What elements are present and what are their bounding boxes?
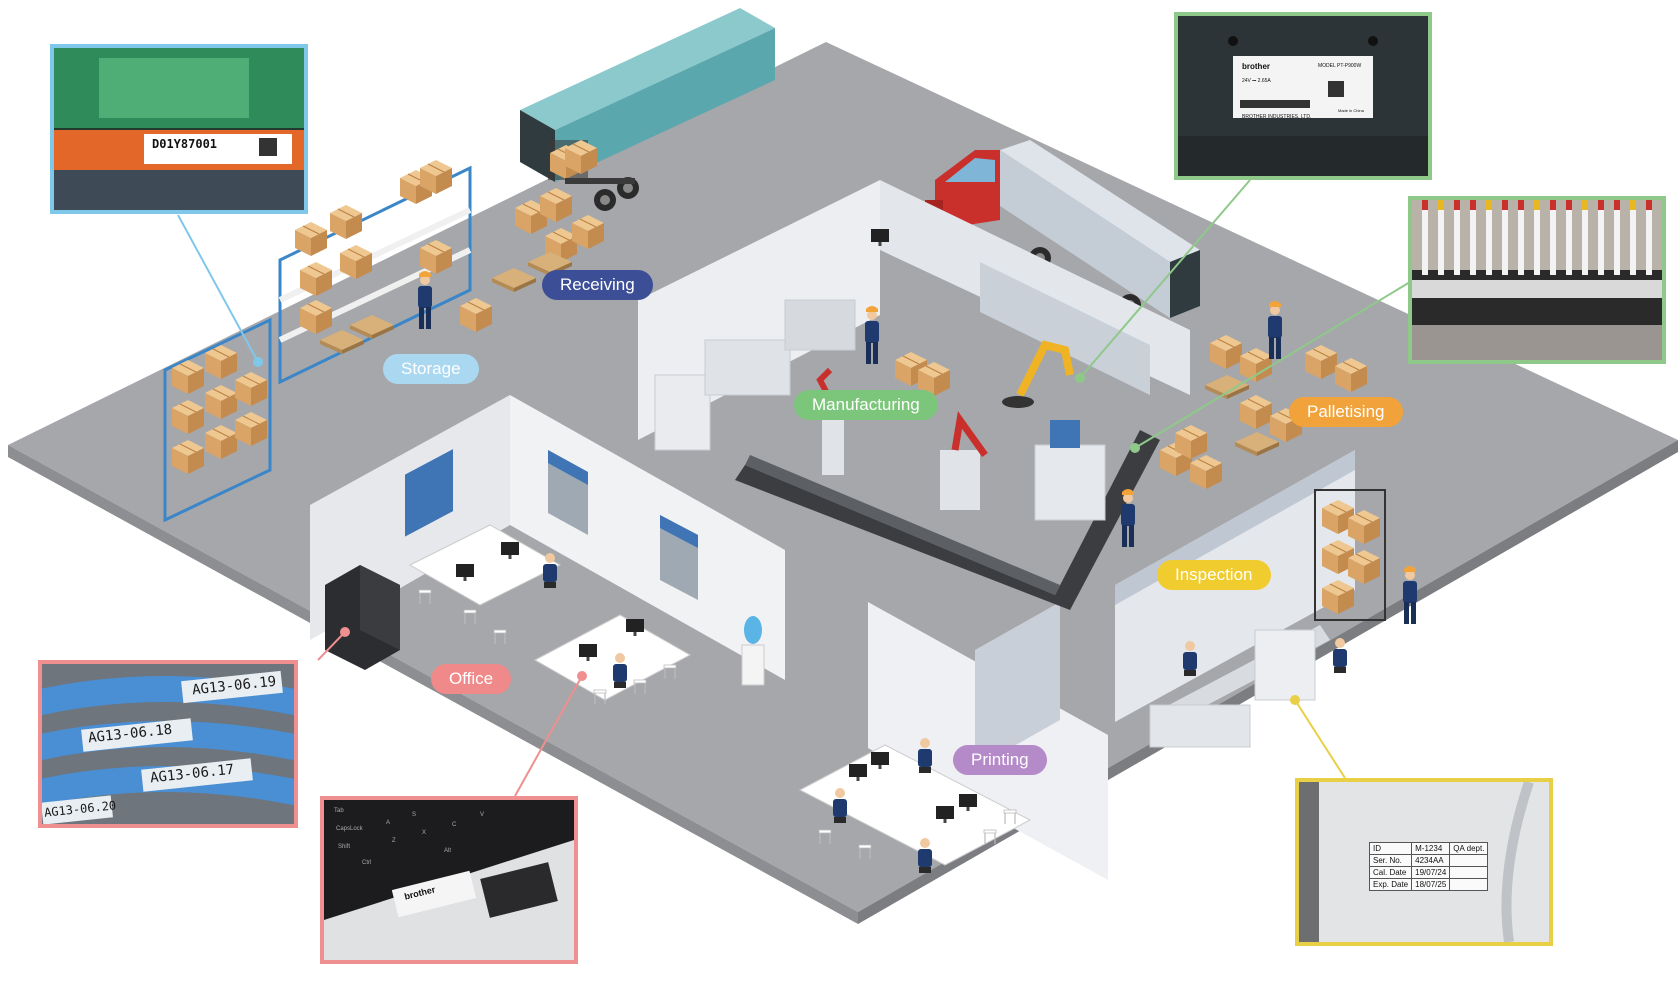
- qa-label-cell-extra: [1449, 866, 1489, 879]
- qa-label-cell-value: M-1234: [1411, 842, 1451, 855]
- wire-marker: [1630, 200, 1636, 275]
- qa-label-cell-value: 19/07/24: [1411, 866, 1451, 879]
- callout-terminal-block: [1408, 196, 1666, 364]
- wire-insulation: [1566, 200, 1572, 210]
- wire-marker: [1470, 200, 1476, 275]
- wire-marker: [1566, 200, 1572, 275]
- manufacturing-line: [654, 229, 1160, 610]
- qa-label-cell-extra: [1449, 854, 1489, 867]
- wire-marker: [1422, 200, 1428, 275]
- qa-label-cell-extra: QA dept.: [1449, 842, 1489, 855]
- wire-marker: [1454, 200, 1460, 275]
- printing-desks: [798, 738, 1032, 873]
- receiving-truck: [520, 8, 775, 211]
- device-label-model: MODEL PT-P900W: [1318, 63, 1362, 69]
- wire-marker: [1502, 200, 1508, 275]
- laptop-key-x: X: [422, 830, 427, 836]
- wire-insulation: [1422, 200, 1428, 210]
- zone-label-office: Office: [431, 664, 512, 694]
- zone-label-manufacturing: Manufacturing: [794, 390, 938, 420]
- laptop-key-c: C: [452, 822, 457, 828]
- device-label-rating: 24V ⎓ 2.65A: [1242, 78, 1271, 84]
- callout-rack-label: D01Y87001: [50, 44, 308, 214]
- wire-insulation: [1454, 200, 1460, 210]
- laptop-key-s: S: [412, 812, 417, 818]
- wire-insulation: [1582, 200, 1588, 210]
- wire-marker: [1550, 200, 1556, 275]
- qa-label-row: Ser. No.4234AA: [1368, 854, 1489, 867]
- callout-device-label: brother MODEL PT-P900W 24V ⎓ 2.65A BROTH…: [1174, 12, 1432, 180]
- laptop-key-shift: Shift: [338, 844, 351, 850]
- qa-label-cell-value: 18/07/25: [1411, 878, 1451, 891]
- qa-label-cell-extra: [1449, 878, 1489, 891]
- zone-label-palletising: Palletising: [1289, 397, 1403, 427]
- wire-insulation: [1598, 200, 1604, 210]
- laptop-key-capslock: CapsLock: [336, 826, 363, 832]
- wire-insulation: [1518, 200, 1524, 210]
- wire-marker: [1534, 200, 1540, 275]
- wire-marker: [1598, 200, 1604, 275]
- office-furniture: [325, 524, 765, 705]
- wire-marker: [1582, 200, 1588, 275]
- wire-insulation: [1534, 200, 1540, 210]
- laptop-key-a: A: [386, 820, 391, 826]
- wire-marker: [1614, 200, 1620, 275]
- wire-marker: [1486, 200, 1492, 275]
- zone-label-inspection: Inspection: [1157, 560, 1271, 590]
- laptop-key-alt: Alt: [444, 848, 452, 854]
- wire-marker: [1646, 200, 1652, 275]
- wire-insulation: [1486, 200, 1492, 210]
- zone-label-printing: Printing: [953, 745, 1047, 775]
- qa-label-cell-key: ID: [1368, 842, 1413, 855]
- wire-insulation: [1502, 200, 1508, 210]
- laptop-key-tab: Tab: [334, 808, 344, 814]
- callout-leaders: [177, 179, 1411, 797]
- zone-label-receiving: Receiving: [542, 270, 653, 300]
- rack-label-code: D01Y87001: [152, 137, 218, 151]
- wire-marker: [1518, 200, 1524, 275]
- wire-insulation: [1550, 200, 1556, 210]
- wire-insulation: [1614, 200, 1620, 210]
- qa-label-cell-key: Cal. Date: [1368, 866, 1413, 879]
- callout-network-cables: AG13-06.19 AG13-06.18 AG13-06.17 AG13-06…: [38, 660, 298, 828]
- wire-insulation: [1630, 200, 1636, 210]
- wire-insulation: [1646, 200, 1652, 210]
- qa-label-cell-key: Ser. No.: [1368, 854, 1413, 867]
- device-label-origin: Made in China: [1338, 108, 1364, 113]
- qa-label-cell-value: 4234AA: [1411, 854, 1451, 867]
- wire-insulation: [1470, 200, 1476, 210]
- wire-marker: [1438, 200, 1444, 275]
- device-label-maker: BROTHER INDUSTRIES, LTD.: [1242, 114, 1312, 120]
- laptop-key-v: V: [480, 812, 485, 818]
- callout-laptop-label: Tab CapsLock Shift Ctrl A S Z X C V Alt …: [320, 796, 578, 964]
- inspection-line: [1149, 489, 1417, 748]
- laptop-key-z: Z: [392, 838, 396, 844]
- laptop-key-ctrl: Ctrl: [362, 860, 372, 866]
- storage-racks: [163, 159, 493, 523]
- device-label-brand: brother: [1242, 62, 1270, 71]
- zone-label-storage: Storage: [383, 354, 479, 384]
- qa-label-cell-key: Exp. Date: [1368, 878, 1413, 891]
- wire-insulation: [1438, 200, 1444, 210]
